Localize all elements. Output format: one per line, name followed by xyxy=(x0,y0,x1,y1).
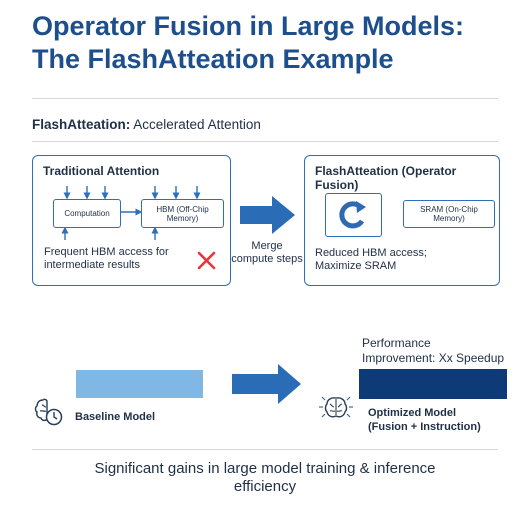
title-line-1: Operator Fusion in Large Models: xyxy=(32,11,465,41)
divider-sub xyxy=(32,141,498,142)
sram-label: SRAM (On-Chip Memory) xyxy=(420,205,478,223)
footer-text: Significant gains in large model trainin… xyxy=(0,460,530,496)
optimized-line-1: Optimized Model xyxy=(368,407,456,419)
merge-arrow-icon xyxy=(240,196,295,234)
brain-icon xyxy=(319,396,353,418)
brain-clock-icon xyxy=(34,398,63,426)
section-subtitle: FlashAtteation: Accelerated Attention xyxy=(32,117,261,132)
performance-line-1: Performance xyxy=(362,336,431,350)
page-title: Operator Fusion in Large Models: The Fla… xyxy=(32,10,464,76)
divider-bottom xyxy=(32,449,498,450)
merge-label: Merge compute steps xyxy=(229,240,305,266)
baseline-label: Baseline Model xyxy=(75,411,156,423)
improvement-arrow-icon xyxy=(232,364,301,404)
hbm-box: HBM (Off-Chip Memory) xyxy=(141,199,224,228)
title-line-2: The FlashAtteation Example xyxy=(32,44,394,74)
computation-box: Computation xyxy=(53,199,121,228)
optimized-label: Optimized Model (Fusion + Instruction) xyxy=(368,406,481,434)
hbm-label: HBM (Off-Chip Memory) xyxy=(156,204,209,223)
merge-label-line-2: compute steps xyxy=(231,253,303,265)
footer-line-1: Significant gains in large model trainin… xyxy=(94,460,436,477)
flashatteation-panel-title: FlashAtteation (Operator Fusion) xyxy=(315,164,457,192)
traditional-note-line-2: intermediate results xyxy=(44,259,140,271)
optimized-bar xyxy=(359,369,507,399)
flashatteation-note-line-2: Maximize SRAM xyxy=(315,260,397,272)
traditional-note-line-1: Frequent HBM access for xyxy=(44,246,169,258)
optimized-line-2: (Fusion + Instruction) xyxy=(368,421,481,433)
performance-line-2: Improvement: Xx Speedup xyxy=(362,351,505,365)
computation-label: Computation xyxy=(64,209,110,218)
flashatteation-note-line-1: Reduced HBM access; xyxy=(315,247,427,259)
cross-icon xyxy=(197,251,216,270)
performance-label: Performance Improvement: Xx Speedup xyxy=(362,336,504,366)
subtitle-bold: FlashAtteation: xyxy=(32,117,131,132)
divider-top xyxy=(32,98,498,99)
merge-label-line-1: Merge xyxy=(251,240,283,252)
traditional-attention-title: Traditional Attention xyxy=(43,164,160,178)
flashatteation-note: Reduced HBM access; Maximize SRAM xyxy=(315,247,465,273)
fusion-icon-box xyxy=(325,193,382,237)
traditional-note: Frequent HBM access for intermediate res… xyxy=(44,246,194,272)
sram-box: SRAM (On-Chip Memory) xyxy=(403,200,495,228)
footer-line-2: efficiency xyxy=(233,478,297,495)
baseline-bar xyxy=(76,370,203,398)
subtitle-rest: Accelerated Attention xyxy=(130,117,261,132)
refresh-icon xyxy=(339,201,366,229)
